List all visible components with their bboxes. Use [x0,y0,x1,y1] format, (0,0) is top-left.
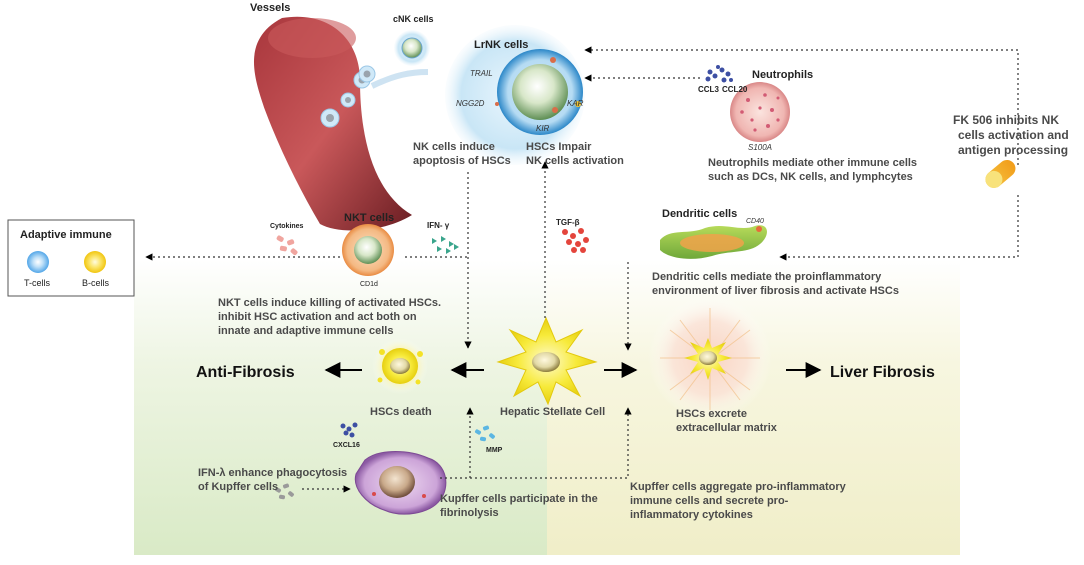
ifn-lambda-line2: of Kupffer cells [198,481,278,493]
label-tgf-beta: TGF-β [556,218,580,227]
label-neutrophils: Neutrophils [752,69,813,81]
label-mmp: MMP [486,447,503,454]
ccl-molecules [705,65,733,83]
label-nkt-cells: NKT cells [344,212,394,224]
fk506-pill [985,160,1016,188]
label-s100a: S100A [748,143,772,152]
label-ccl3: CCL3 [698,85,719,94]
ifn-lambda-molecules [274,483,294,500]
hsc-impair-line1: HSCs Impair [526,141,592,153]
nkt-desc-line2: inhibit HSC activation and act both on [218,311,417,323]
kupffer-agg-line1: Kupffer cells aggregate pro-inflammatory [630,481,847,493]
label-liver-fibrosis: Liver Fibrosis [830,364,935,381]
text-labels: Vessels cNK cells LrNK cells TRAIL NGG2D… [20,2,1069,521]
label-cytokines: Cytokines [270,223,304,230]
liver-fibrosis-panel [547,260,960,555]
label-cxcl16: CXCL16 [333,442,360,449]
nk-induce-line1: NK cells induce [413,141,495,153]
label-vessels: Vessels [250,2,290,14]
nkt-desc-line1: NKT cells induce killing of activated HS… [218,297,441,309]
nkt-desc-line3: innate and adaptive immune cells [218,325,393,337]
activated-hsc-cell [648,296,772,420]
fk506-line1: FK 506 inhibits NK [953,113,1059,127]
label-adaptive-immune: Adaptive immune [20,229,112,241]
hscs-excrete-line2: extracellular matrix [676,422,778,434]
arrows [145,46,1019,493]
kupffer-cell [354,451,447,515]
label-cnk-cells: cNK cells [393,14,434,24]
hepatic-stellate-cell [496,316,598,406]
label-kar: KAR [567,99,584,108]
hsc-impair-line2: NK cells activation [526,155,624,167]
nkt-cell [342,224,394,276]
label-ccl20: CCL20 [722,85,748,94]
dc-desc-line2: environment of liver fibrosis and activa… [652,285,899,297]
dying-hsc-cell [372,338,428,394]
label-cd40: CD40 [746,218,764,225]
label-hepatic-stellate-cell: Hepatic Stellate Cell [500,406,605,418]
anti-fibrosis-panel [134,260,547,555]
cxcl16-molecules [340,422,358,438]
mmp-molecules [474,425,495,442]
kupffer-fibrin-line2: fibrinolysis [440,507,499,519]
dendritic-cell [660,225,767,259]
label-t-cells: T-cells [24,278,51,288]
ifn-gamma-molecules [432,236,459,254]
neutro-desc-line1: Neutrophils mediate other immune cells [708,157,917,169]
neutro-desc-line2: such as DCs, NK cells, and lymphcytes [708,171,913,183]
ifn-lambda-line1: IFN-λ enhance phagocytosis [198,467,347,479]
cnk-cell [394,30,430,66]
label-anti-fibrosis: Anti-Fibrosis [196,364,295,381]
label-kir: KIR [536,124,550,133]
adaptive-immune-box [7,219,135,297]
hscs-excrete-line1: HSCs excrete [676,408,747,420]
label-dendritic-cells: Dendritic cells [662,208,737,220]
nk-induce-line2: apoptosis of HSCs [413,155,511,167]
label-b-cells: B-cells [82,278,110,288]
label-lrnk-cells: LrNK cells [474,39,528,51]
label-hscs-death: HSCs death [370,406,432,418]
lrnk-cell [445,25,585,165]
neutrophil-cell [730,82,790,142]
kupffer-fibrin-line1: Kupffer cells participate in the [440,493,598,505]
label-trail: TRAIL [470,69,493,78]
kupffer-agg-line3: inflammatory cytokines [630,509,753,521]
label-cd1d: CD1d [360,281,378,288]
label-ifn-gamma: IFN- γ [427,221,450,230]
fk506-line2: cells activation and [958,128,1069,142]
label-ngg2d: NGG2D [456,99,485,108]
fk506-line3: antigen processing [958,143,1068,157]
tgf-beta-molecules [562,228,589,253]
dc-desc-line1: Dendritic cells mediate the proinflammat… [652,271,882,283]
cytokines-molecules [276,235,298,256]
blood-vessel [253,16,429,231]
kupffer-agg-line2: immune cells and secrete pro- [630,495,789,507]
